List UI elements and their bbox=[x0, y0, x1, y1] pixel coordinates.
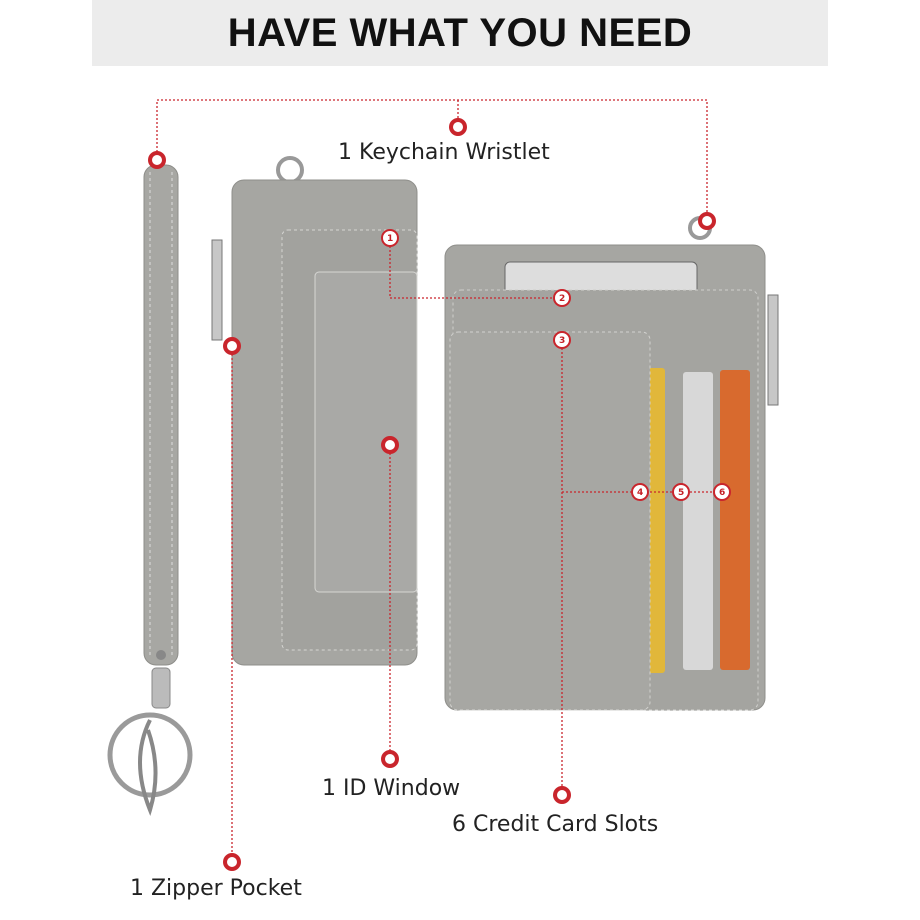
marker-cards-label bbox=[553, 786, 571, 804]
feature-markers bbox=[148, 118, 716, 871]
marker-id-window bbox=[381, 436, 399, 454]
page-title: HAVE WHAT YOU NEED bbox=[227, 10, 693, 55]
marker-3: 3 bbox=[559, 336, 565, 346]
marker-id-label bbox=[381, 750, 399, 768]
label-id-window: 1 ID Window bbox=[322, 776, 461, 801]
marker-zipper-label bbox=[223, 853, 241, 871]
marker-4: 4 bbox=[637, 488, 643, 498]
marker-keyring bbox=[698, 212, 716, 230]
id-wallet bbox=[211, 156, 418, 666]
marker-zipper bbox=[223, 337, 241, 355]
wristlet-strap bbox=[107, 164, 193, 817]
marker-5: 5 bbox=[678, 488, 684, 498]
label-keychain-wristlet: 1 Keychain Wristlet bbox=[338, 140, 550, 165]
marker-2: 2 bbox=[559, 294, 565, 304]
marker-1: 1 bbox=[387, 234, 393, 244]
card-wallet bbox=[444, 216, 779, 711]
marker-keychain bbox=[449, 118, 467, 136]
label-zipper-pocket: 1 Zipper Pocket bbox=[130, 876, 302, 901]
label-credit-card-slots: 6 Credit Card Slots bbox=[452, 812, 659, 837]
marker-wristlet bbox=[148, 151, 166, 169]
marker-6: 6 bbox=[719, 488, 725, 498]
numbered-markers: 1 2 3 4 5 6 bbox=[381, 229, 731, 501]
title-banner: HAVE WHAT YOU NEED bbox=[92, 0, 828, 66]
